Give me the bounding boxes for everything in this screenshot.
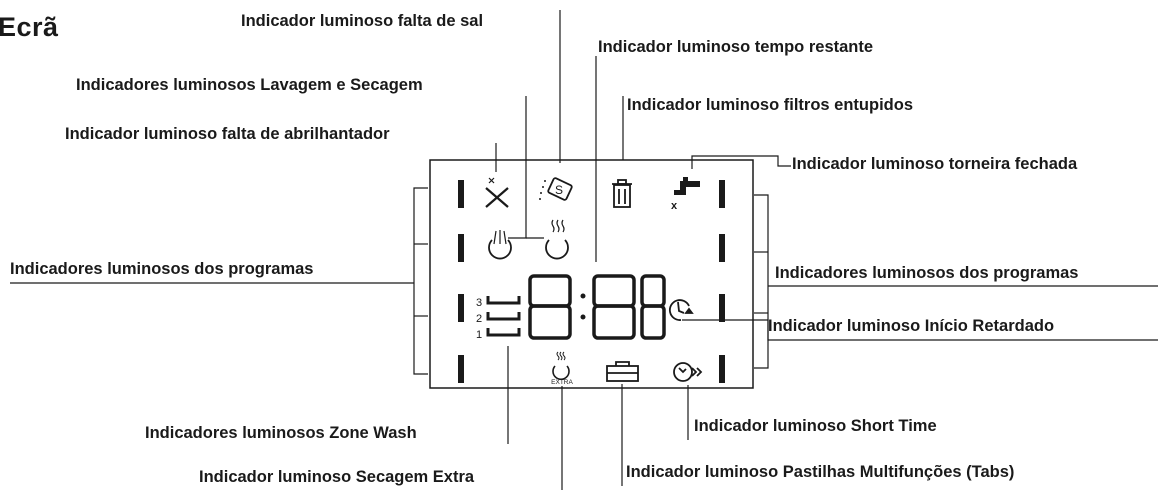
label-programs-left: Indicadores luminosos dos programas: [10, 260, 314, 278]
digit-1: [528, 274, 572, 340]
svg-text:S: S: [555, 183, 563, 197]
label-wash-dry: Indicadores luminosos Lavagem e Secagem: [76, 76, 423, 94]
zone-number-3: 3: [476, 297, 482, 309]
digit-2: [592, 274, 636, 340]
salt-icon: S: [539, 177, 573, 201]
svg-text:x: x: [671, 200, 678, 212]
label-tabs: Indicador luminoso Pastilhas Multifunçõe…: [626, 463, 1015, 481]
label-programs-right: Indicadores luminosos dos programas: [775, 264, 1079, 282]
extra-dry-icon: [552, 351, 570, 381]
label-remaining-time: Indicador luminoso tempo restante: [598, 38, 874, 56]
delay-start-icon: [669, 299, 694, 321]
filter-icon: [612, 179, 632, 208]
label-salt: Indicador luminoso falta de sal: [241, 12, 484, 30]
display-frame: [429, 159, 754, 389]
label-tap-closed: Indicador luminoso torneira fechada: [792, 155, 1078, 173]
rinse-aid-icon: [485, 177, 509, 208]
tabs-icon: [606, 361, 639, 382]
tap-icon: x: [671, 177, 700, 212]
label-delay-start: Indicador luminoso Início Retardado: [768, 317, 1055, 335]
label-rinse-aid: Indicador luminoso falta de abrilhantado…: [65, 125, 390, 143]
digit-3: [640, 274, 666, 340]
time-display: [528, 274, 666, 340]
zone-wash-display: 3 2 1: [476, 296, 521, 341]
wash-icon: [488, 230, 512, 260]
leader-lines: [10, 10, 1158, 490]
dry-icon: [545, 219, 569, 260]
zone-number-1: 1: [476, 329, 482, 341]
program-bars: [458, 180, 725, 383]
short-time-icon: [673, 362, 703, 382]
label-short-time: Indicador luminoso Short Time: [694, 417, 937, 435]
label-extra-dry: Indicador luminoso Secagem Extra: [199, 468, 475, 486]
label-filters: Indicador luminoso filtros entupidos: [627, 96, 914, 114]
zone-number-2: 2: [476, 313, 482, 325]
label-zone-wash: Indicadores luminosos Zone Wash: [145, 424, 417, 442]
page-title: Ecrã: [0, 12, 59, 42]
extra-text: EXTRA: [551, 379, 573, 386]
